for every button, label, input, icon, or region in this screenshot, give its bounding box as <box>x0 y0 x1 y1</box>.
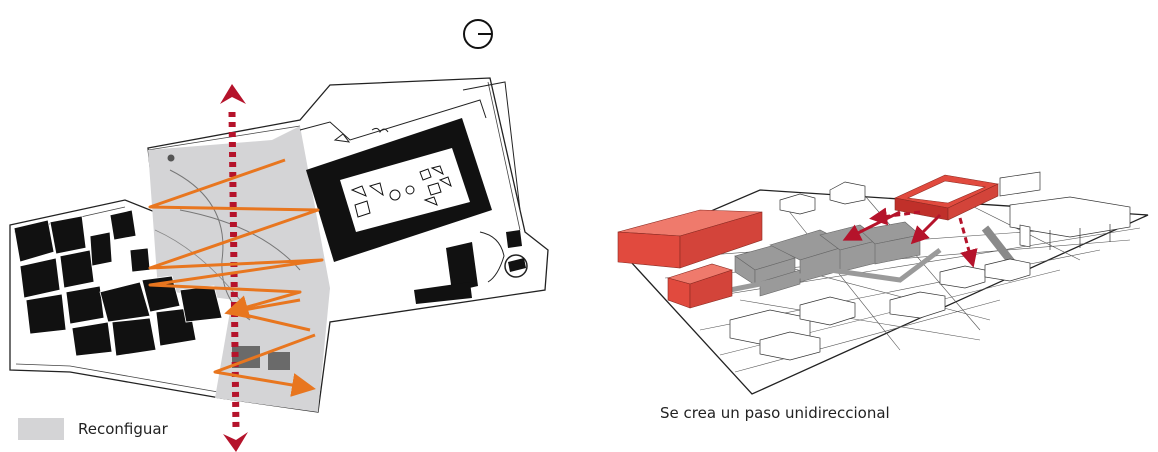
red-buildings <box>617 174 999 309</box>
east-blocks <box>414 230 522 304</box>
zigzag-arrow-icon <box>148 158 324 397</box>
site-plan <box>9 77 549 452</box>
legend-label: Reconfiguar <box>78 420 168 438</box>
legend-swatch <box>18 418 64 440</box>
flow-arrows <box>842 207 978 268</box>
courtyard-building <box>306 118 492 262</box>
north-arrow-icon <box>463 19 493 49</box>
axonometric-caption: Se crea un paso unidireccional <box>660 404 890 422</box>
bidirectional-arrow-icon <box>220 84 248 452</box>
axonometric-view <box>617 171 1149 395</box>
dense-blocks-west <box>13 209 223 357</box>
